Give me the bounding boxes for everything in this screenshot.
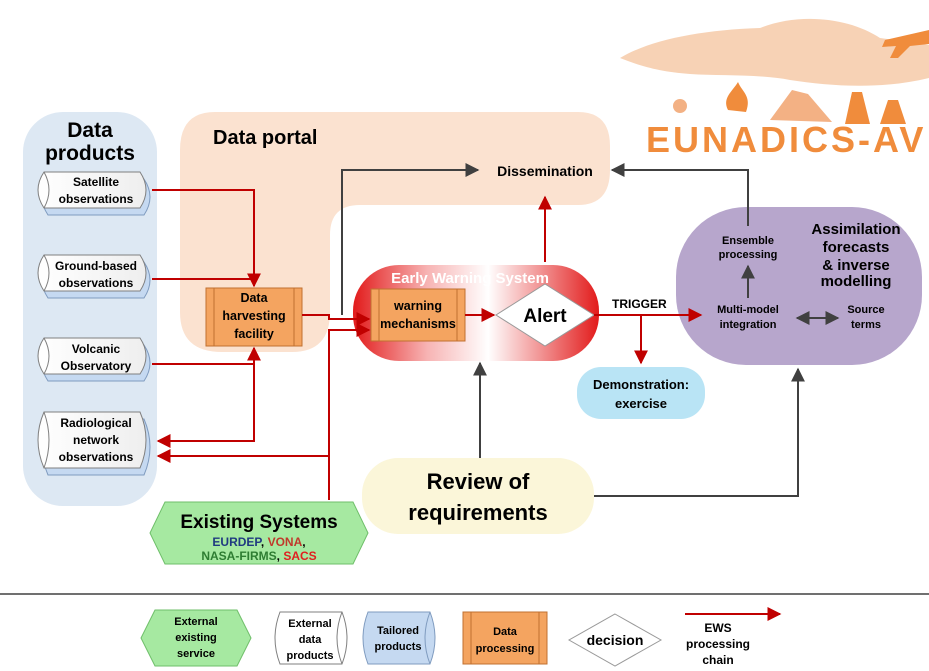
- ews-title: Early Warning System: [391, 270, 549, 287]
- demonstration-exercise[interactable]: Demonstration: exercise: [577, 367, 705, 419]
- arrow-existing-to-ews: [328, 323, 371, 500]
- data-products-title-2: products: [45, 142, 135, 165]
- assimilation-title: modelling: [821, 273, 892, 290]
- product-label: Volcanic: [72, 342, 121, 356]
- logo-text: EUNADICS-AV: [646, 119, 926, 160]
- eunadics-logo: EUNADICS-AV: [620, 18, 929, 160]
- svg-text:External: External: [174, 616, 217, 628]
- legend-decision: decision: [567, 613, 663, 667]
- product-satellite[interactable]: Satellite observations: [37, 171, 151, 216]
- radiation-icon: [673, 99, 687, 113]
- assimilation-block[interactable]: Assimilation forecasts & inverse modelli…: [676, 207, 922, 365]
- multimodel-label[interactable]: Multi-model: [717, 304, 779, 316]
- assimilation-title: forecasts: [823, 239, 890, 256]
- product-label: network: [73, 433, 119, 447]
- grey-arrows: [341, 163, 840, 497]
- legend-processing: Data processing: [462, 611, 548, 665]
- dissemination-label[interactable]: Dissemination: [497, 163, 593, 179]
- system-vona: VONA: [268, 535, 303, 549]
- product-label: Radiological: [60, 416, 131, 430]
- svg-text:EWS: EWS: [704, 621, 731, 635]
- multimodel-label[interactable]: integration: [720, 319, 777, 331]
- harvesting-label: facility: [234, 327, 274, 341]
- warning-mechanisms[interactable]: warning mechanisms: [370, 288, 466, 342]
- legend: External existing service External data …: [140, 607, 782, 667]
- mechanisms-label: mechanisms: [380, 317, 456, 331]
- svg-text:data: data: [299, 634, 323, 646]
- product-label: observations: [59, 450, 134, 464]
- product-radiological[interactable]: Radiological network observations: [37, 411, 151, 476]
- source-terms-label[interactable]: Source: [847, 304, 884, 316]
- volcano-icon: [770, 90, 832, 122]
- demonstration-label: exercise: [615, 396, 667, 411]
- alert-decision[interactable]: Alert: [495, 283, 595, 347]
- arrow-assimilation-to-dissemination: [610, 163, 749, 226]
- data-products-title: Data: [67, 119, 113, 142]
- legend-external-service: External existing service: [140, 609, 252, 667]
- arrow-harvest-to-radiological: [156, 348, 255, 448]
- product-volcanic-observatory[interactable]: Volcanic Observatory: [37, 337, 151, 382]
- arrow-review-to-assimilation: [594, 367, 805, 497]
- svg-text:Data: Data: [493, 626, 518, 638]
- arrow-harvest-to-ews: [302, 312, 371, 326]
- data-portal-title: Data portal: [213, 127, 317, 149]
- chimney-icon: [845, 92, 906, 124]
- svg-text:existing: existing: [175, 632, 217, 644]
- plane-icon: [882, 30, 929, 58]
- existing-systems[interactable]: Existing Systems EURDEP, VONA, NASA-FIRM…: [149, 501, 369, 565]
- product-label: Satellite: [73, 175, 119, 189]
- product-label: Ground-based: [55, 259, 137, 273]
- demonstration-label: Demonstration:: [593, 377, 689, 392]
- svg-text:chain: chain: [702, 653, 733, 667]
- svg-text:products: products: [286, 650, 333, 662]
- harvesting-label: harvesting: [222, 309, 285, 323]
- source-terms-label[interactable]: terms: [851, 319, 881, 331]
- svg-text:processing: processing: [686, 637, 750, 651]
- review-requirements[interactable]: Review of requirements: [362, 458, 594, 534]
- ensemble-label[interactable]: Ensemble: [722, 235, 774, 247]
- assimilation-title: & inverse: [822, 257, 890, 274]
- svg-text:products: products: [374, 641, 421, 653]
- arrow-satellite-to-harvest: [152, 189, 261, 288]
- existing-systems-line1: EURDEP, VONA,: [212, 535, 305, 549]
- product-ground-based[interactable]: Ground-based observations: [37, 254, 151, 299]
- mechanisms-label: warning: [393, 299, 442, 313]
- arrow-portal-to-dissemination: [341, 163, 480, 315]
- ash-cloud-icon: [620, 18, 929, 86]
- existing-systems-line2: NASA-FIRMS, SACS: [201, 549, 316, 563]
- system-eurdep: EURDEP: [212, 535, 262, 549]
- legend-external-data: External data products: [274, 611, 348, 665]
- product-label: observations: [59, 276, 134, 290]
- review-label: requirements: [408, 500, 547, 525]
- early-warning-system[interactable]: Early Warning System warning mechanisms …: [353, 265, 599, 361]
- svg-text:decision: decision: [587, 632, 644, 648]
- svg-text:Tailored: Tailored: [377, 625, 419, 637]
- svg-text:External: External: [288, 618, 331, 630]
- alert-label: Alert: [523, 306, 567, 327]
- review-label: Review of: [427, 469, 530, 494]
- ensemble-label[interactable]: processing: [719, 249, 778, 261]
- fire-icon: [726, 82, 748, 112]
- assimilation-title: Assimilation: [811, 221, 900, 238]
- svg-text:processing: processing: [476, 643, 535, 655]
- system-sacs: SACS: [283, 549, 316, 563]
- existing-title: Existing Systems: [180, 512, 337, 533]
- svg-text:service: service: [177, 648, 215, 660]
- legend-tailored: Tailored products: [362, 611, 436, 665]
- harvesting-label: Data: [240, 291, 268, 305]
- product-label: observations: [59, 192, 134, 206]
- trigger-label: TRIGGER: [612, 297, 667, 311]
- system-nasa-firms: NASA-FIRMS: [201, 549, 276, 563]
- product-label: Observatory: [61, 359, 132, 373]
- legend-ews-chain: EWS processing chain: [685, 607, 782, 667]
- red-arrows: [152, 189, 703, 500]
- data-harvesting-facility[interactable]: Data harvesting facility: [205, 287, 303, 347]
